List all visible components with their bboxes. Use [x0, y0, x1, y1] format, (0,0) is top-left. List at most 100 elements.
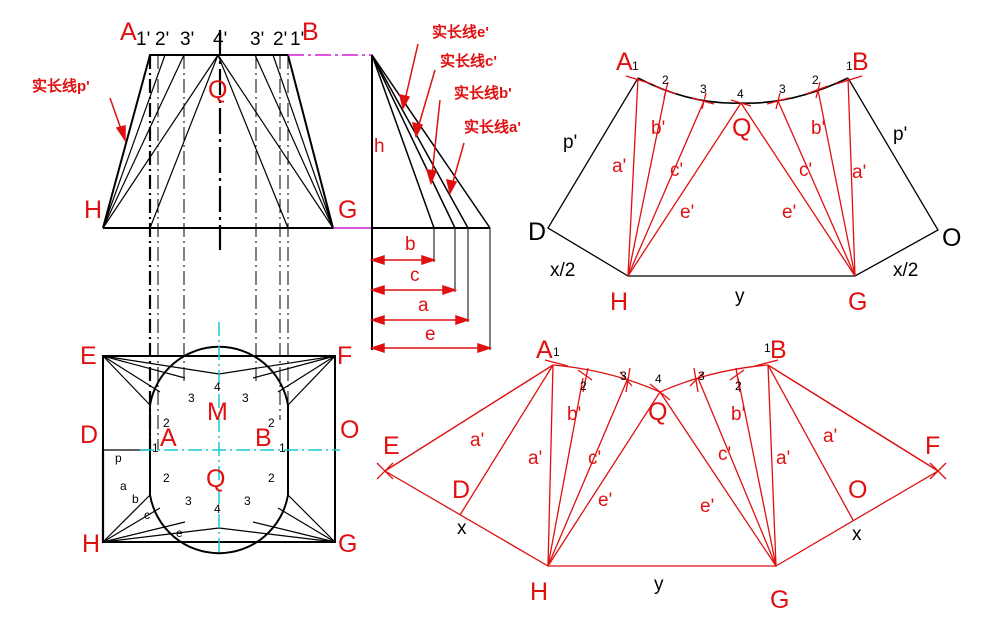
plan-pt-2-right-bottom: 2	[268, 471, 275, 485]
full-label-a-outer-right: a'	[823, 426, 837, 447]
full-label-E: E	[383, 432, 400, 460]
half-dev-tick-marks	[625, 75, 863, 110]
half-pt-4: 4	[737, 87, 744, 101]
dim-e-label: e	[425, 324, 436, 345]
callout-leaders	[399, 43, 465, 196]
plan-pt-3-left-bottom: 3	[185, 494, 192, 508]
dim-a-label: a	[418, 295, 429, 316]
half-dev-red-lines	[625, 75, 863, 277]
full-label-c-left: c'	[588, 448, 601, 469]
half-label-e-right: e'	[782, 202, 796, 223]
plan-label-p: p	[115, 451, 122, 465]
callout-true-length-b: 实长线b'	[454, 84, 512, 102]
dim-b-label: b	[405, 234, 416, 255]
full-label-A: A	[536, 336, 553, 364]
half-development-labels: A B Q D O H G p' p' a' b' c' e' b' c' e'…	[528, 48, 961, 316]
full-label-a-outer-left: a'	[470, 430, 484, 451]
fan-line-g-2	[272, 54, 334, 229]
plan-centre-lines	[140, 322, 340, 555]
half-label-c-left: c'	[670, 160, 683, 181]
full-label-B: B	[770, 336, 787, 364]
half-label-p-right: p'	[893, 124, 907, 145]
full-dev-top-arc-right	[659, 364, 769, 393]
plan-label-A: A	[160, 424, 177, 452]
full-label-Q: Q	[648, 398, 667, 426]
full-pt-3-left: 3	[620, 369, 627, 383]
half-pt-1-right: 1	[846, 59, 853, 73]
half-label-B: B	[852, 48, 869, 76]
full-label-y: y	[654, 574, 664, 595]
tick-2p-left: 2'	[155, 29, 169, 50]
half-label-x2-right: x/2	[893, 260, 918, 281]
true-length-b	[371, 54, 435, 229]
half-label-a-left: a'	[612, 156, 626, 177]
full-label-e-left: e'	[598, 490, 612, 511]
half-pt-3-right: 3	[779, 82, 786, 96]
full-label-b-left: b'	[567, 404, 581, 425]
plan-label-G: G	[338, 530, 357, 558]
full-pt-3-right: 3	[698, 369, 705, 383]
half-label-a-right: a'	[852, 162, 866, 183]
full-dev-line-2-right	[737, 377, 777, 567]
half-label-e-left: e'	[680, 202, 694, 223]
full-dev-line-3-right	[697, 377, 777, 567]
full-pt-1-right: 1	[764, 341, 771, 355]
half-label-y: y	[735, 286, 745, 307]
full-development	[376, 359, 947, 567]
full-label-x-right: x	[852, 524, 862, 545]
half-label-H: H	[610, 288, 628, 316]
plan-label-D: D	[80, 421, 98, 449]
plan-pt-3-left-top: 3	[188, 391, 195, 405]
full-label-O: O	[848, 476, 867, 504]
full-label-F: F	[925, 432, 940, 460]
full-dev-a-left-inner	[547, 364, 554, 567]
full-dev-a-right-outer	[767, 364, 939, 472]
full-dev-line-3-left	[547, 377, 629, 567]
dim-c-label: c	[410, 265, 420, 286]
front-view-labels: A B H G Q 1' 2' 3' 4' 3' 2' 1'	[84, 18, 357, 224]
full-label-G: G	[770, 586, 789, 614]
full-dev-a-right-inner	[767, 364, 777, 567]
dimension-extension-lines	[433, 228, 491, 350]
true-length-e	[371, 54, 491, 229]
label-A: A	[120, 18, 137, 46]
callout-true-length-p: 实长线p'	[32, 77, 90, 95]
full-label-x-left: x	[457, 518, 467, 539]
half-pt-2-left: 2	[662, 73, 669, 87]
plan-label-F: F	[337, 342, 352, 370]
label-G: G	[338, 196, 357, 224]
half-label-O: O	[942, 224, 961, 252]
tick-4p: 4'	[213, 29, 227, 50]
fan-line-h-4	[102, 54, 219, 229]
half-development	[547, 75, 939, 277]
plan-label-a: a	[120, 479, 127, 493]
callout-true-length-e: 实长线e'	[432, 23, 489, 41]
full-dev-top-arc-left	[552, 364, 661, 393]
half-label-p-left: p'	[563, 132, 577, 153]
callout-arrow-p	[109, 97, 126, 143]
full-pt-4: 4	[655, 372, 662, 386]
plan-pt-4-bottom: 4	[214, 502, 221, 516]
tick-3p-left: 3'	[180, 29, 194, 50]
fan-line-h-2	[102, 54, 166, 229]
plan-pt-1-left: 1	[152, 441, 159, 455]
full-dev-tick-marks	[376, 359, 947, 480]
callout-true-length-a: 实长线a'	[464, 118, 521, 136]
fan-line-q-right	[217, 54, 289, 229]
full-dev-o-line	[767, 364, 854, 521]
full-dev-line-4-right	[659, 391, 777, 567]
projection-lines	[148, 55, 289, 450]
plan-pt-1-right: 1	[279, 441, 286, 455]
label-B: B	[302, 18, 319, 46]
full-label-a-inner-left: a'	[528, 448, 542, 469]
full-label-b-right: b'	[731, 404, 745, 425]
tick-2p-right: 2'	[273, 29, 287, 50]
full-dev-line-4-left	[547, 391, 661, 567]
plan-fan-lines	[101, 355, 336, 543]
plan-pt-2-right-top: 2	[268, 416, 275, 430]
plan-view	[101, 322, 340, 555]
true-length-c	[371, 54, 456, 229]
half-label-b-left: b'	[651, 118, 665, 139]
true-length-diagram	[371, 54, 491, 350]
